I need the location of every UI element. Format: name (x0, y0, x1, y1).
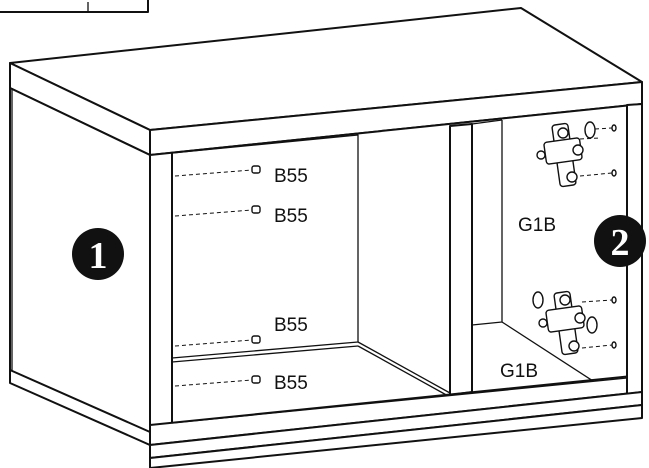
corner-tab (0, 0, 149, 13)
cabinet-interior (149, 103, 643, 446)
base-plinth (9, 369, 643, 468)
hinge-top (536, 121, 617, 188)
step-marker-2: 2 (594, 215, 646, 267)
screw-callout-3: B55 (174, 315, 308, 347)
top-panel (9, 7, 643, 156)
screw-callout-2: B55 (174, 205, 308, 227)
screw-label-2: B55 (274, 206, 308, 227)
step-marker-1-number: 1 (89, 235, 108, 277)
hinge-bottom (532, 290, 617, 356)
screw-label-4: B55 (274, 373, 308, 394)
screw-label-1: B55 (274, 166, 308, 187)
step-marker-2-number: 2 (611, 222, 630, 264)
screw-callout-4: B55 (174, 373, 308, 394)
screw-label-3: B55 (274, 315, 308, 336)
screw-callout-1: B55 (174, 165, 308, 187)
hinge-label-bottom: G1B (500, 361, 538, 382)
hinge-label-top: G1B (518, 215, 556, 236)
step-marker-1: 1 (72, 228, 124, 280)
